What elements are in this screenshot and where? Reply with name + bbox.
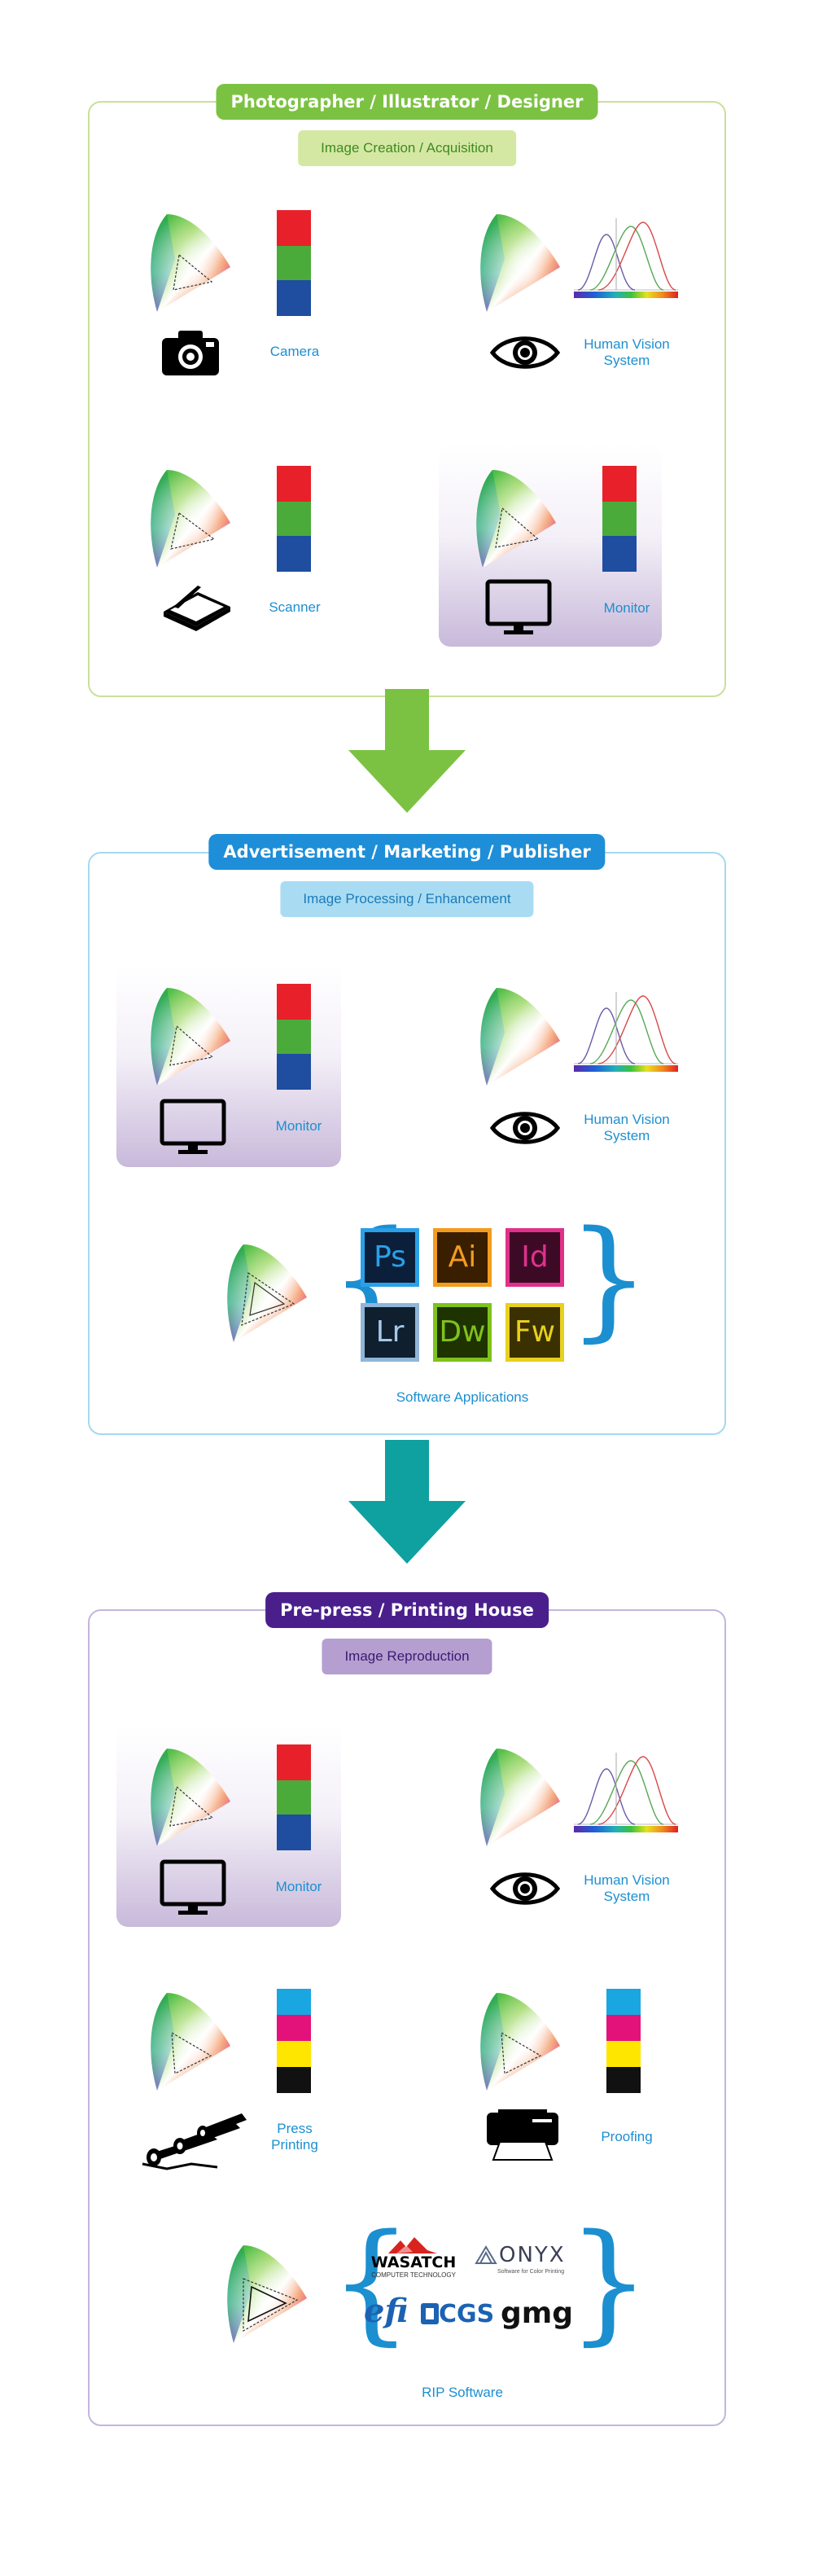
fireworks-icon: Fw <box>505 1303 564 1362</box>
gamut-icon <box>480 988 560 1086</box>
gamut-icon <box>227 2245 307 2343</box>
press-printing-label: Press Printing <box>271 2121 318 2153</box>
gamut-icon <box>480 1749 560 1846</box>
dreamweaver-icon: Dw <box>433 1303 492 1362</box>
efi-logo: efi <box>364 2292 409 2330</box>
gmg-logo: gmg <box>501 2297 574 2330</box>
section-subtitle: Image Reproduction <box>322 1639 492 1674</box>
onyx-logo: ONYX Software for Color Printing <box>475 2243 576 2284</box>
section-title: Photographer / Illustrator / Designer <box>216 84 598 120</box>
spectral-curve-icon <box>574 1753 678 1832</box>
camera-label: Camera <box>269 344 320 359</box>
human-vision-item: Human Vision System <box>472 1744 708 1924</box>
human-vision-label: Human Vision System <box>584 1112 670 1143</box>
monitor-icon <box>160 1099 226 1154</box>
brace-right: } <box>567 1202 650 1354</box>
lightroom-icon: Lr <box>361 1303 419 1362</box>
press-printing-item: Press Printing <box>142 1989 346 2184</box>
wasatch-logo: WASATCH COMPUTER TECHNOLOGY <box>361 2237 466 2286</box>
wasatch-text: WASATCH <box>370 2253 457 2271</box>
section-title: Pre-press / Printing House <box>265 1592 549 1628</box>
gamut-icon <box>151 1993 230 2091</box>
section-subtitle: Image Processing / Enhancement <box>280 881 534 917</box>
brace-right: } <box>567 2205 650 2358</box>
onyx-mark-icon <box>475 2245 497 2264</box>
monitor-item: Monitor <box>142 1744 346 1924</box>
gamut-icon <box>151 214 230 312</box>
scanner-icon <box>164 586 230 631</box>
onyx-subtext: Software for Color Printing <box>497 2269 565 2275</box>
eye-icon <box>489 1872 561 1905</box>
cgs-mark-inner <box>426 2308 434 2319</box>
monitor-label: Monitor <box>603 600 650 616</box>
scanner-item: Scanner <box>142 466 346 645</box>
gamut-icon <box>151 1749 230 1846</box>
camera-item: Camera <box>142 210 346 389</box>
onyx-text: ONYX <box>499 2243 566 2267</box>
eye-icon <box>489 336 561 369</box>
monitor-item: Monitor <box>142 984 346 1163</box>
section-subtitle: Image Creation / Acquisition <box>298 130 516 166</box>
proofing-label: Proofing <box>601 2129 653 2144</box>
camera-icon <box>162 331 219 375</box>
printer-icon <box>487 2109 558 2161</box>
scanner-label: Scanner <box>269 599 321 615</box>
indesign-icon: Id <box>505 1228 564 1287</box>
monitor-icon <box>160 1859 226 1915</box>
gamut-icon <box>151 988 230 1086</box>
monitor-item: Monitor <box>468 466 672 645</box>
human-vision-item: Human Vision System <box>472 210 708 389</box>
flow-arrow-down <box>348 1440 466 1564</box>
spectral-curve-icon <box>574 218 678 298</box>
gamut-icon <box>480 1993 560 2091</box>
proofing-item: Proofing <box>472 1989 676 2184</box>
human-vision-label: Human Vision System <box>584 336 670 368</box>
gamut-icon <box>480 214 560 312</box>
gamut-icon <box>227 1244 307 1342</box>
software-label: Software Applications <box>396 1389 529 1405</box>
wasatch-subtext: COMPUTER TECHNOLOGY <box>371 2271 456 2279</box>
section-title: Advertisement / Marketing / Publisher <box>208 834 606 870</box>
software-item: { } Ps Ai Id Lr Dw Fw Software Applicati… <box>216 1213 650 1407</box>
monitor-icon <box>485 579 552 634</box>
gamut-icon <box>151 470 230 568</box>
cgs-text: CGS <box>439 2300 495 2328</box>
brace-left: { <box>330 2205 413 2358</box>
human-vision-label: Human Vision System <box>584 1872 670 1904</box>
wasatch-mark-icon <box>388 2237 437 2253</box>
monitor-label: Monitor <box>275 1118 322 1134</box>
flow-arrow-down <box>348 689 466 813</box>
gamut-icon <box>476 470 556 568</box>
eye-icon <box>489 1112 561 1144</box>
monitor-label: Monitor <box>275 1879 322 1894</box>
illustrator-icon: Ai <box>433 1228 492 1287</box>
rip-software-item: { } WASATCH COMPUTER TECHNOLOGY ONYX Sof… <box>216 2217 650 2420</box>
rip-software-label: RIP Software <box>422 2385 503 2400</box>
photoshop-icon: Ps <box>361 1228 419 1287</box>
cgs-logo: CGS <box>421 2300 494 2329</box>
printing-press-icon <box>142 2113 247 2170</box>
spectral-curve-icon <box>574 992 678 1072</box>
human-vision-item: Human Vision System <box>472 984 708 1163</box>
